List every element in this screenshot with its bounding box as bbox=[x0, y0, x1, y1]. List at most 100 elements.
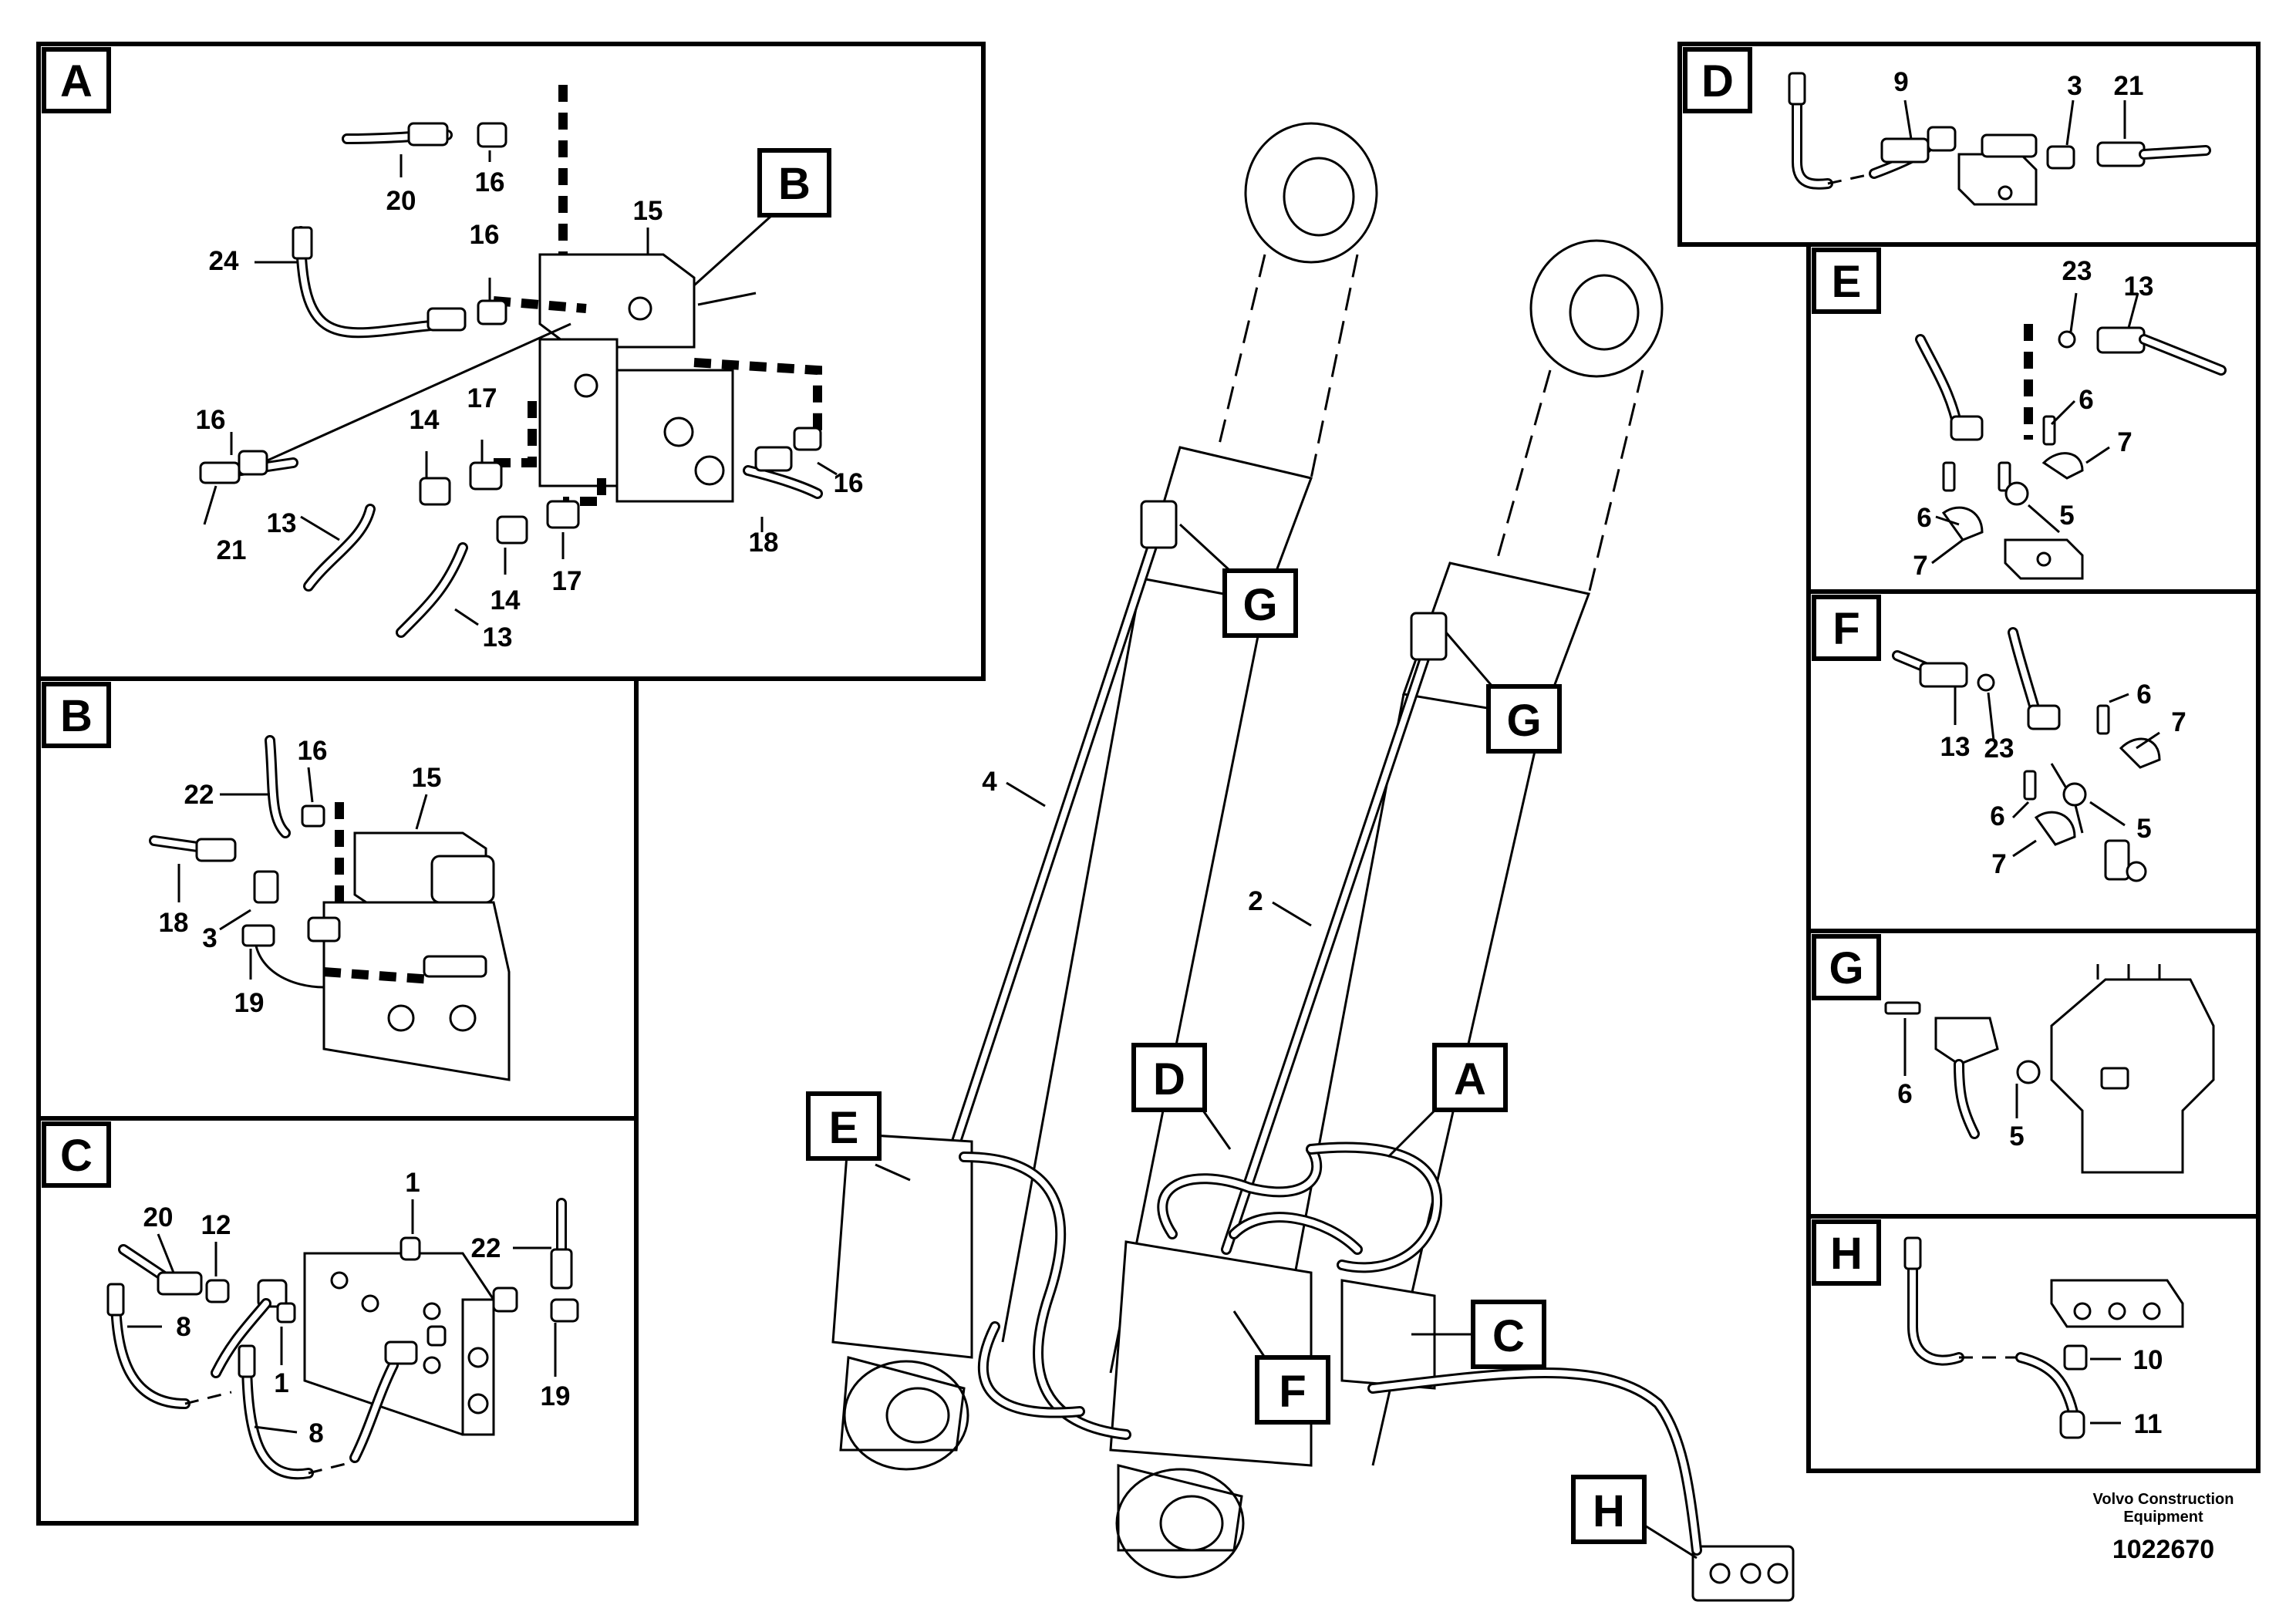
panel-c-callout-1b: 1 bbox=[274, 1368, 288, 1398]
panel-f-callout-23: 23 bbox=[1984, 733, 2014, 764]
panel-a-callout-16c: 16 bbox=[196, 405, 226, 435]
main-tags: G G E D A C F H bbox=[806, 523, 1698, 1560]
brand-line-2: Equipment bbox=[2123, 1509, 2203, 1526]
panel-a-callout-14a: 14 bbox=[410, 405, 440, 435]
panel-g-parts bbox=[1884, 964, 2215, 1174]
brand-line-1: Volvo Construction bbox=[2093, 1491, 2234, 1508]
panel-c-letter: C bbox=[60, 1131, 93, 1181]
panel-a-callout-18: 18 bbox=[749, 528, 779, 558]
panel-c-callout-8b: 8 bbox=[308, 1418, 323, 1448]
main-tag-e: E bbox=[829, 1103, 859, 1153]
panel-a-callout-16d: 16 bbox=[834, 468, 864, 498]
panel-e-label-box bbox=[1812, 248, 1881, 314]
panel-c-callout-19: 19 bbox=[541, 1381, 571, 1411]
panel-a-callout-20: 20 bbox=[386, 186, 416, 216]
panel-h-callout-11: 11 bbox=[2134, 1409, 2163, 1439]
panel-c-label-box bbox=[42, 1121, 111, 1188]
panel-b-letter: B bbox=[60, 691, 93, 741]
panel-f-callout-6b: 6 bbox=[1990, 801, 2004, 831]
panel-e-callout-23: 23 bbox=[2062, 256, 2092, 286]
panel-b-callout-3: 3 bbox=[202, 923, 217, 953]
panel-e-callout-6a: 6 bbox=[2079, 385, 2093, 415]
panel-e-callout-5: 5 bbox=[2059, 501, 2074, 531]
panel-e-parts bbox=[1915, 324, 2227, 580]
main-tag-g-left-box bbox=[1222, 568, 1298, 638]
panel-g-letter: G bbox=[1829, 943, 1863, 993]
main-tag-g-right: G bbox=[1506, 696, 1541, 746]
panel-f-callout-7b: 7 bbox=[1991, 849, 2006, 879]
panel-a-leaders bbox=[203, 150, 838, 626]
panel-b: B 22 bbox=[36, 676, 639, 1121]
panel-h-leaders bbox=[2090, 1357, 2121, 1425]
panel-c-callout-8a: 8 bbox=[176, 1312, 190, 1342]
panel-e-callout-7b: 7 bbox=[1913, 551, 1927, 581]
main-tag-c: C bbox=[1492, 1311, 1525, 1361]
main-tag-g-right-box bbox=[1486, 684, 1562, 754]
panel-b-callout-19: 19 bbox=[234, 988, 265, 1018]
panel-d-parts bbox=[1788, 72, 2211, 206]
panel-a-valve-assembly bbox=[486, 85, 822, 506]
panel-h-parts bbox=[1903, 1236, 2184, 1439]
panel-h: H 10 11 bbox=[1806, 1214, 2261, 1473]
panel-c-callout-22: 22 bbox=[471, 1233, 501, 1263]
panel-d-letter: D bbox=[1701, 56, 1734, 106]
main-tag-d-box bbox=[1131, 1043, 1207, 1112]
panel-a-letter: A bbox=[60, 56, 93, 106]
panel-h-label-box bbox=[1812, 1219, 1881, 1286]
main-tag-d: D bbox=[1153, 1054, 1185, 1104]
panel-a-callout-24: 24 bbox=[209, 246, 239, 276]
panel-b-valve-assembly bbox=[149, 735, 511, 1081]
panel-a-callout-13b: 13 bbox=[483, 622, 513, 653]
panel-g-callout-6: 6 bbox=[1897, 1079, 1912, 1109]
panel-f-leaders bbox=[1954, 686, 2160, 858]
panel-a-callout-16a: 16 bbox=[475, 167, 505, 197]
panel-c: C bbox=[36, 1116, 639, 1526]
panel-e-callout-6b: 6 bbox=[1917, 503, 1931, 533]
drawing-number: 1022670 bbox=[2112, 1535, 2214, 1564]
panel-b-label-box bbox=[42, 682, 111, 748]
main-tag-f-box bbox=[1255, 1355, 1330, 1425]
panel-h-callout-10: 10 bbox=[2133, 1345, 2163, 1375]
panel-f-label-box bbox=[1812, 595, 1881, 661]
panel-a-callout-21: 21 bbox=[217, 535, 247, 565]
panel-a-callout-16b: 16 bbox=[470, 220, 500, 250]
panel-g-callout-5: 5 bbox=[2009, 1121, 2024, 1152]
panel-d-leaders bbox=[1903, 99, 2126, 146]
panel-c-leaders bbox=[127, 1199, 557, 1434]
main-view: G G E D A C F H 4 2 bbox=[806, 122, 1795, 1602]
panel-f: F 6 7 13 2 bbox=[1806, 589, 2261, 933]
panel-d-callout-21: 21 bbox=[2114, 71, 2144, 101]
panel-g: G 6 5 bbox=[1806, 929, 2261, 1219]
panel-b-callout-18: 18 bbox=[159, 908, 189, 938]
panel-f-callout-7a: 7 bbox=[2171, 707, 2186, 737]
panel-f-callout-13: 13 bbox=[1940, 732, 1971, 762]
panel-d-callout-3: 3 bbox=[2067, 71, 2082, 101]
panel-a-callout-17a: 17 bbox=[467, 383, 497, 413]
panel-a-callout-13a: 13 bbox=[267, 508, 297, 538]
panel-a-ref-tag-box bbox=[757, 148, 831, 218]
panel-h-letter: H bbox=[1830, 1229, 1863, 1279]
panel-e-callout-7a: 7 bbox=[2117, 427, 2132, 457]
main-callout-4: 4 bbox=[982, 767, 997, 797]
main-cylinder-left bbox=[839, 122, 1378, 1471]
panel-b-callout-22: 22 bbox=[184, 780, 214, 810]
panel-a-hoses bbox=[199, 122, 823, 638]
panel-c-callout-20: 20 bbox=[143, 1202, 174, 1233]
main-tag-g-left: G bbox=[1242, 580, 1277, 630]
panel-d-label-box bbox=[1683, 47, 1752, 113]
panel-a-callout-17b: 17 bbox=[552, 566, 582, 596]
panel-e-callout-13: 13 bbox=[2124, 271, 2154, 302]
panel-g-leaders bbox=[1903, 1018, 2018, 1118]
panel-c-callout-12: 12 bbox=[201, 1210, 231, 1240]
panel-a: A bbox=[36, 42, 986, 681]
panel-d: D 9 3 21 bbox=[1677, 42, 2261, 247]
main-tag-c-box bbox=[1471, 1300, 1546, 1369]
main-tag-a: A bbox=[1454, 1054, 1486, 1104]
main-tag-a-box bbox=[1432, 1043, 1508, 1112]
panel-f-parts bbox=[1892, 627, 2161, 882]
panel-b-callout-15: 15 bbox=[412, 763, 442, 793]
panel-g-label-box bbox=[1812, 934, 1881, 1000]
main-tag-h: H bbox=[1593, 1486, 1625, 1536]
main-hoses bbox=[959, 1141, 1702, 1556]
